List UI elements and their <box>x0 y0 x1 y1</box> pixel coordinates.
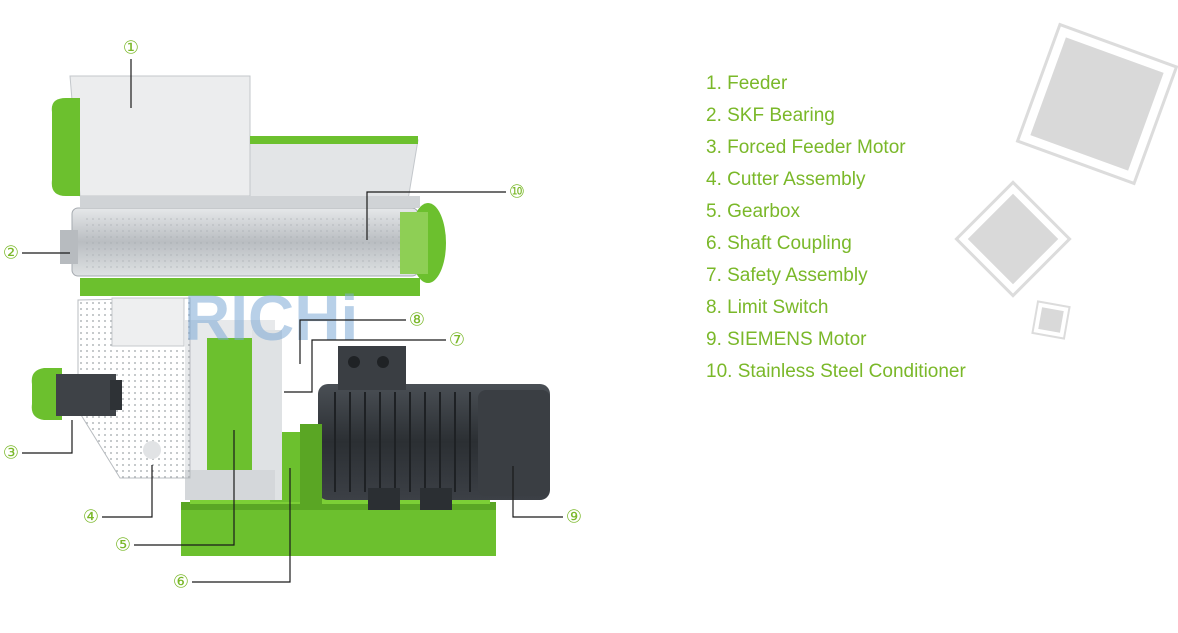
legend-item: 6. Shaft Coupling <box>706 233 852 254</box>
forced-feeder-motor <box>31 368 122 420</box>
leader-10 <box>366 191 506 240</box>
callout-3: ③ <box>3 443 19 464</box>
legend-item: 3. Forced Feeder Motor <box>706 137 906 158</box>
machine-illustration: RICHi <box>31 75 550 556</box>
base-frame <box>181 502 496 556</box>
callout-2: ② <box>3 243 19 264</box>
watermark-logo: RICHi <box>184 282 358 354</box>
leader-lines <box>22 58 563 583</box>
decorative-squares <box>954 22 1178 340</box>
legend-item: 8. Limit Switch <box>706 297 829 318</box>
callout-1: ① <box>123 38 139 59</box>
legend-item: 5. Gearbox <box>706 201 800 222</box>
callout-8: ⑧ <box>409 310 425 331</box>
leader-3 <box>22 420 73 454</box>
leader-5 <box>134 430 235 546</box>
parts-legend: 1. Feeder 2. SKF Bearing 3. Forced Feede… <box>706 68 966 388</box>
callout-5: ⑤ <box>115 535 131 556</box>
leader-9 <box>512 466 563 518</box>
feeder-hopper <box>51 75 420 208</box>
stainless-conditioner <box>60 203 446 296</box>
leader-6 <box>192 468 291 583</box>
leader-4 <box>102 465 153 518</box>
legend-item: 10. Stainless Steel Conditioner <box>706 361 966 382</box>
legend-item: 1. Feeder <box>706 73 788 94</box>
leader-8 <box>299 319 406 364</box>
callout-numbers: ① ② ③ ④ ⑤ ⑥ ⑦ ⑧ ⑨ ⑩ <box>3 37 582 593</box>
leader-7 <box>284 339 446 393</box>
callout-7: ⑦ <box>449 330 465 351</box>
callout-4: ④ <box>83 507 99 528</box>
legend-item: 9. SIEMENS Motor <box>706 329 867 350</box>
legend-item: 2. SKF Bearing <box>706 105 835 126</box>
siemens-motor <box>318 346 550 510</box>
legend-item: 7. Safety Assembly <box>706 265 868 286</box>
legend-item: 4. Cutter Assembly <box>706 169 866 190</box>
callout-9: ⑨ <box>566 507 582 528</box>
callout-10: ⑩ <box>509 182 525 203</box>
gearbox-body <box>185 320 282 500</box>
callout-6: ⑥ <box>173 572 189 593</box>
